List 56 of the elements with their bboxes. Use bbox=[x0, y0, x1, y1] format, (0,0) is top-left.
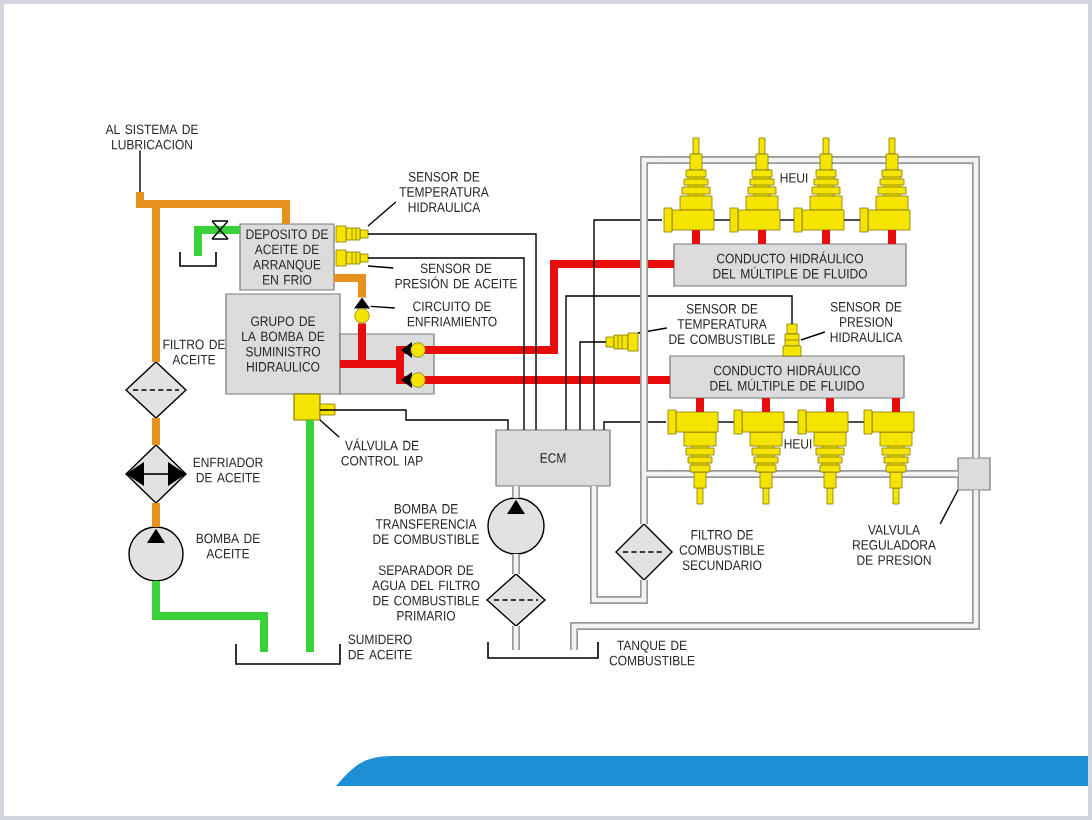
sensor-icon bbox=[335, 225, 369, 243]
leader-line bbox=[637, 327, 668, 334]
pipe bbox=[696, 398, 704, 412]
leader-line bbox=[319, 419, 340, 438]
pipe bbox=[758, 230, 766, 244]
pipe bbox=[152, 503, 160, 527]
pipe bbox=[136, 188, 290, 366]
leader-line bbox=[139, 149, 141, 193]
check-valve-symbol bbox=[354, 297, 370, 324]
pipe bbox=[916, 470, 958, 478]
pipe bbox=[570, 490, 980, 650]
pipe bbox=[358, 323, 366, 334]
leader-line bbox=[367, 265, 394, 269]
wire bbox=[319, 409, 509, 431]
valve-box bbox=[957, 457, 991, 491]
wire bbox=[367, 233, 537, 431]
filter-symbol bbox=[615, 523, 673, 581]
pipe bbox=[826, 398, 834, 412]
leader-line bbox=[800, 331, 826, 341]
pipe bbox=[892, 398, 900, 412]
pipe bbox=[334, 274, 366, 298]
wire bbox=[603, 421, 667, 431]
pipe bbox=[152, 418, 160, 445]
pipe bbox=[512, 486, 520, 498]
wire bbox=[579, 341, 607, 431]
wire bbox=[565, 295, 793, 431]
drain-tray bbox=[179, 251, 217, 267]
pipe bbox=[512, 554, 520, 574]
sensor-icon bbox=[782, 323, 802, 357]
pipe bbox=[888, 230, 896, 244]
wire bbox=[593, 219, 663, 431]
sump-tray bbox=[235, 643, 341, 665]
pipe bbox=[912, 156, 980, 458]
leader-line bbox=[369, 305, 396, 309]
pipe bbox=[640, 156, 670, 528]
pipe bbox=[822, 230, 830, 244]
pipe bbox=[434, 260, 674, 354]
sensor-icon bbox=[605, 332, 639, 352]
pipe bbox=[306, 420, 314, 652]
wire bbox=[367, 257, 525, 431]
sensor-icon bbox=[335, 249, 369, 267]
cooler-symbol bbox=[125, 444, 187, 504]
leader-line bbox=[367, 201, 397, 227]
pipe bbox=[590, 486, 648, 604]
pump-symbol bbox=[128, 526, 184, 582]
pipe bbox=[434, 376, 670, 384]
valve-block bbox=[293, 393, 336, 421]
tank-tray bbox=[487, 641, 599, 659]
leader-line bbox=[939, 489, 959, 525]
pump-symbol bbox=[487, 497, 545, 555]
pipe bbox=[152, 581, 268, 652]
pipe bbox=[194, 226, 240, 256]
pipe bbox=[512, 626, 520, 650]
pipe bbox=[692, 230, 700, 244]
pipe bbox=[762, 398, 770, 412]
housing-box bbox=[336, 330, 438, 395]
